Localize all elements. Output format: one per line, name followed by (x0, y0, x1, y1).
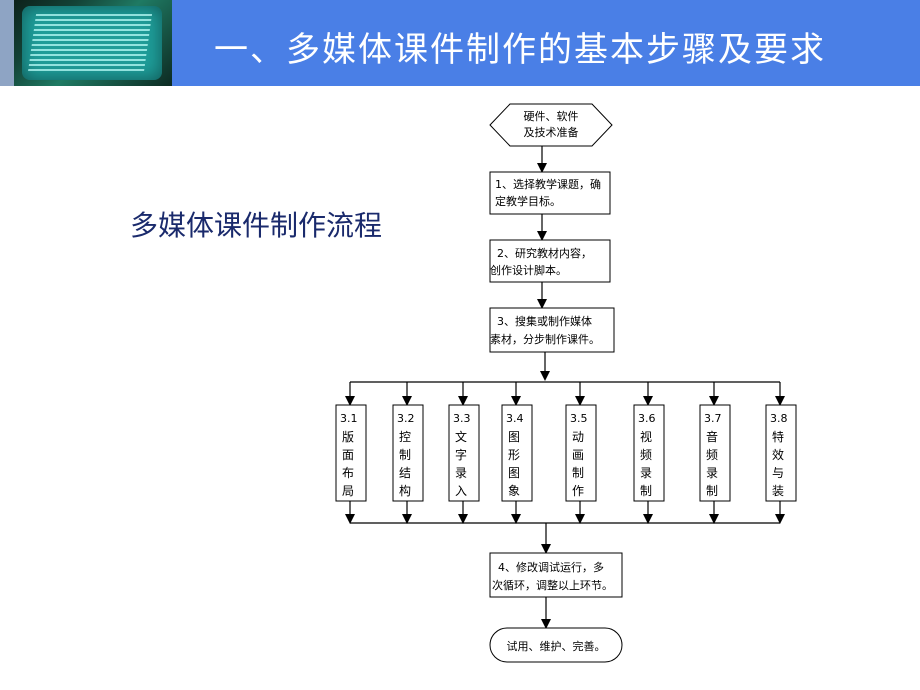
substep-char: 动 (572, 430, 584, 444)
substep-char: 入 (455, 484, 467, 498)
substep-char: 结 (399, 466, 411, 480)
substep-char: 图 (508, 466, 520, 480)
substep-char: 制 (572, 466, 584, 480)
substep-box (335, 404, 367, 502)
flow-subtitle: 多媒体课件制作流程 (130, 209, 383, 242)
step1-line-1: 1、选择教学课题，确 (495, 177, 601, 191)
substep-char: 布 (342, 466, 354, 480)
substep-box (501, 404, 533, 502)
substep-char: 视 (640, 429, 652, 444)
substep-char: 制 (640, 484, 652, 498)
step4-line-1: 4、修改调试运行，多 (498, 560, 604, 574)
substep-box (392, 404, 424, 502)
substep-box (633, 404, 665, 502)
step4-box (489, 552, 623, 598)
end-node (489, 627, 623, 663)
substep-char: 装 (772, 484, 784, 498)
step3-line-2: 素材，分步制作课件。 (490, 332, 600, 346)
substep-char: 频 (706, 448, 718, 462)
substep-char: 频 (640, 448, 652, 462)
substeps-group: 3.1版面布局3.2控制结构3.3文字录入3.4图形图象3.5动画制作3.6视频… (335, 382, 797, 524)
substep-char: 录 (640, 466, 652, 480)
step4-line-2: 次循环，调整以上环节。 (492, 578, 613, 592)
substep-box (448, 404, 480, 502)
substep-char: 效 (772, 447, 784, 462)
end-label: 试用、维护、完善。 (507, 639, 606, 653)
substep-char: 与 (772, 466, 784, 480)
substep-box (765, 404, 797, 502)
start-line-1: 硬件、软件 (524, 109, 579, 123)
substep-char: 版 (342, 430, 354, 444)
substep-char: 图 (508, 430, 520, 444)
substep-char: 录 (455, 466, 467, 480)
substep-number: 3.2 (397, 412, 415, 425)
substep-number: 3.5 (570, 412, 588, 425)
substep-box (565, 404, 597, 502)
start-line-2: 及技术准备 (524, 125, 579, 139)
photo-edge (0, 0, 14, 86)
substep-char: 构 (399, 483, 411, 498)
substep-char: 象 (508, 484, 520, 498)
substep-box (699, 404, 731, 502)
step2-line-1: 2、研究教材内容， (497, 246, 592, 260)
header-bar: 一、多媒体课件制作的基本步骤及要求 (0, 0, 920, 86)
step3-line-1: 3、搜集或制作媒体 (497, 314, 592, 328)
substep-number: 3.8 (770, 412, 788, 425)
substep-char: 字 (455, 447, 467, 462)
substep-number: 3.4 (506, 412, 524, 425)
monitor-code-photo (0, 0, 172, 86)
substep-char: 作 (572, 484, 584, 498)
substep-number: 3.7 (704, 412, 722, 425)
substep-number: 3.1 (340, 412, 358, 425)
substep-char: 制 (706, 484, 718, 498)
monitor-screen (22, 6, 162, 80)
start-node (489, 103, 613, 147)
substep-char: 画 (572, 448, 584, 462)
page-title: 一、多媒体课件制作的基本步骤及要求 (214, 30, 826, 70)
step1-line-2: 定教学目标。 (495, 194, 561, 208)
substep-char: 文 (455, 429, 467, 444)
step3-box (489, 307, 615, 353)
substep-char: 面 (342, 448, 354, 462)
step2-line-2: 创作设计脚本。 (490, 263, 567, 277)
substep-char: 录 (706, 466, 718, 480)
step2-box (489, 239, 611, 283)
substep-char: 音 (706, 429, 718, 444)
substep-char: 形 (508, 448, 520, 462)
substep-char: 局 (342, 484, 354, 498)
substep-number: 3.3 (453, 412, 471, 425)
substep-char: 制 (399, 448, 411, 462)
step1-box (489, 171, 611, 215)
substep-char: 控 (399, 430, 411, 444)
substep-number: 3.6 (638, 412, 656, 425)
substep-char: 特 (772, 429, 784, 444)
